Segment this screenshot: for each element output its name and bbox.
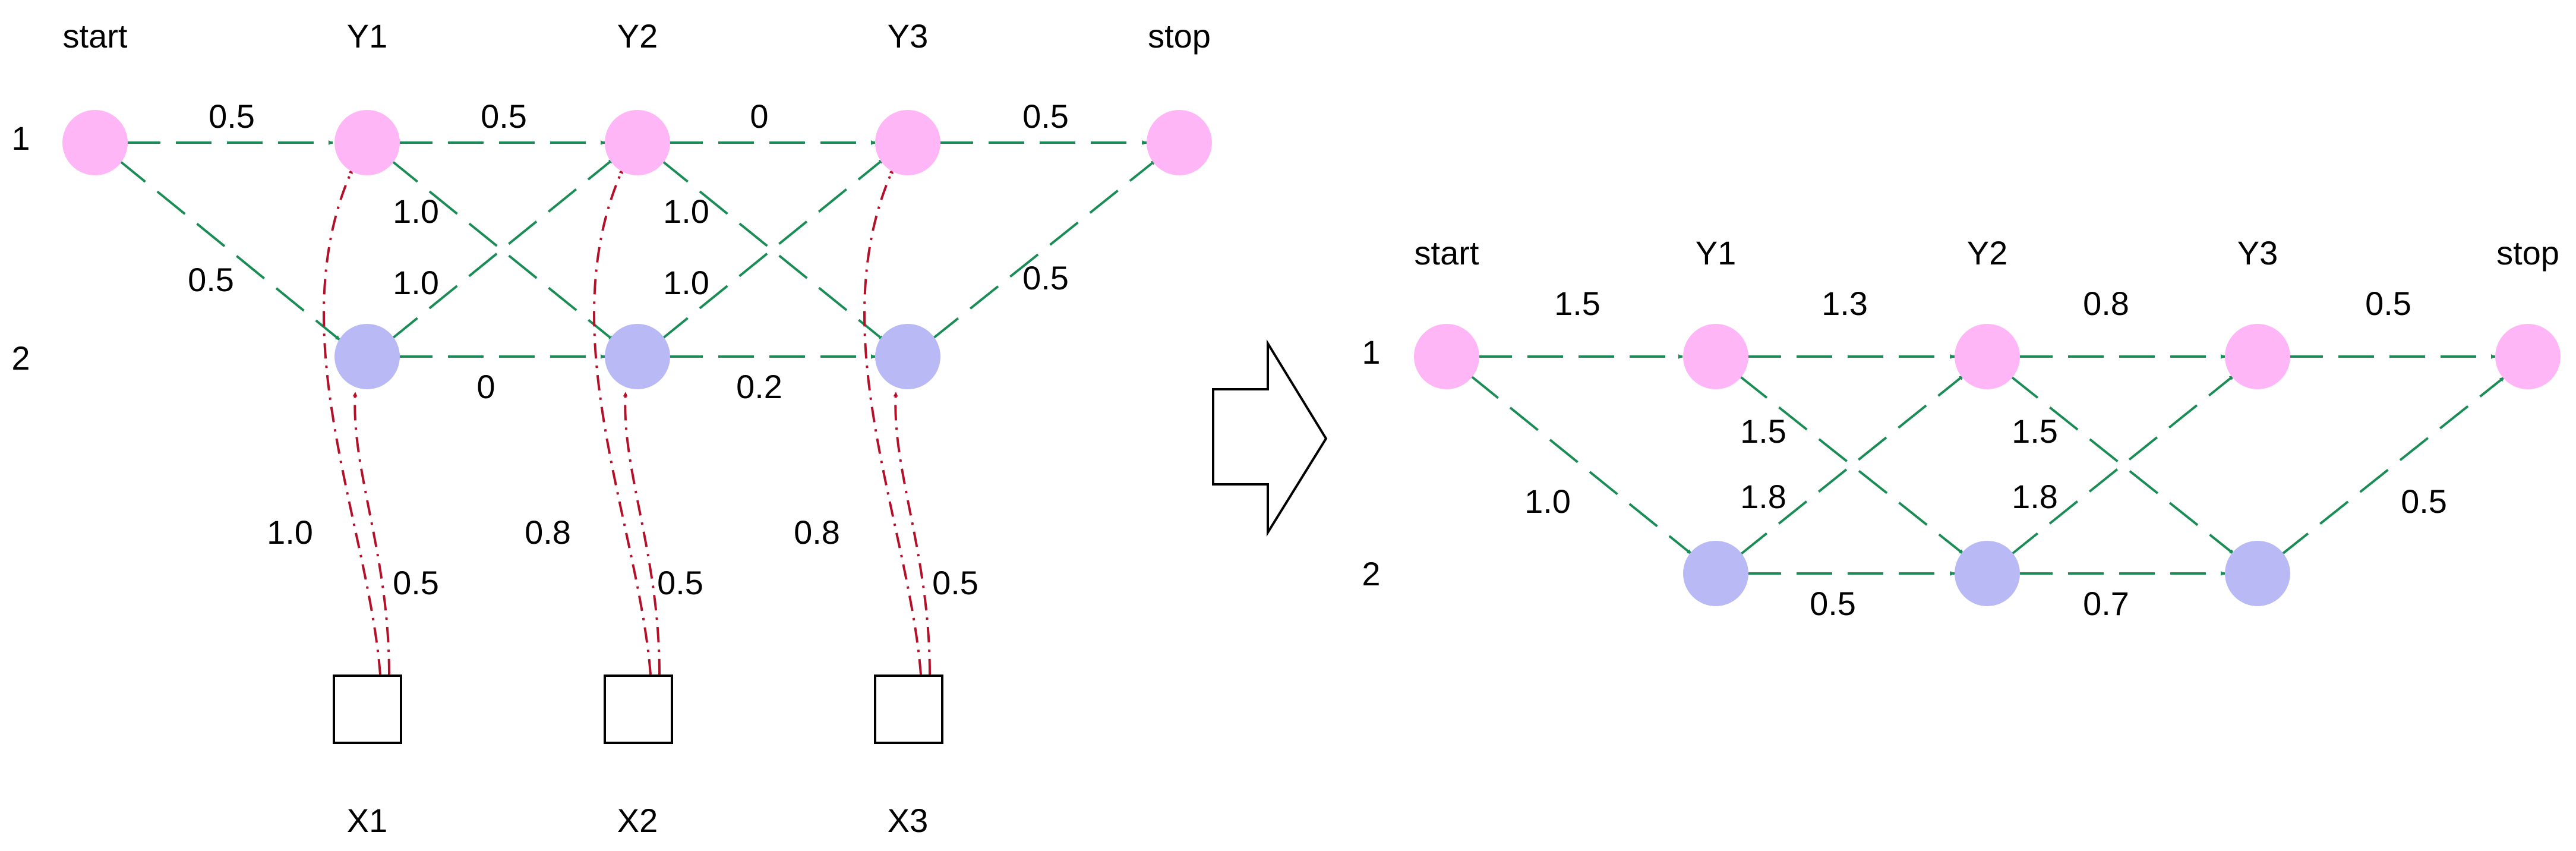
left-node-start: [62, 110, 128, 175]
right-weight-start-y1-1: 1.5: [1554, 285, 1600, 322]
left-emission-x2-y2-2: [623, 392, 661, 675]
left-column-stop-label: stop: [1148, 17, 1211, 55]
right-weight-y1-2-y2-1: 1.8: [1740, 478, 1786, 515]
right-weight-start-y1-2: 1.0: [1524, 483, 1571, 520]
right-column-stop-label: stop: [2496, 234, 2559, 272]
left-weight-y1-1-y2-2: 1.0: [393, 193, 439, 230]
right-column-y3-label: Y3: [2237, 234, 2278, 272]
left-observation-x3-label: X3: [888, 802, 929, 839]
left-edge-y1-2-y2-1: [389, 158, 614, 342]
left-node-y1-state-1: [334, 110, 400, 175]
right-weight-y3-2-stop: 0.5: [2401, 483, 2447, 520]
left-weight-y2-2-y3-2: 0.2: [736, 368, 782, 405]
left-emission-weight-x3-y3-2: 0.5: [932, 564, 978, 601]
right-column-y2-label: Y2: [1967, 234, 2008, 272]
left-emission-x3-y3-1: [863, 169, 922, 675]
right-edge-y3-2-stop: [2279, 376, 2505, 557]
transform-arrow-icon: [1212, 339, 1328, 537]
right-weight-y1-1-y2-1: 1.3: [1821, 285, 1868, 322]
left-weight-y1-2-y2-1: 1.0: [393, 264, 439, 301]
right-node-stop: [2495, 324, 2561, 389]
left-weight-start-y1-1: 0.5: [209, 97, 255, 135]
left-emission-weight-x2-y2-2: 0.5: [657, 564, 703, 601]
right-node-y1-state-2: [1683, 541, 1748, 606]
left-node-stop: [1147, 110, 1212, 175]
left-graph: start Y1 Y2 Y3 stop 1 2: [11, 17, 1212, 839]
left-weight-y1-2-y2-2: 0: [476, 368, 495, 405]
left-node-y3-state-1: [875, 110, 940, 175]
right-column-y1-label: Y1: [1696, 234, 1737, 272]
left-emission-weight-x2-y2-1: 0.8: [525, 513, 571, 551]
right-weight-y2-1-y3-1: 0.8: [2083, 285, 2129, 322]
right-weight-y2-1-y3-2: 1.5: [2012, 412, 2058, 450]
right-node-y1-state-1: [1683, 324, 1748, 389]
left-weight-y3-2-stop: 0.5: [1022, 259, 1069, 297]
left-observation-x3-box: [874, 675, 943, 744]
left-emission-x2-y2-1: [593, 169, 652, 675]
left-edge-y2-1-y3-2: [659, 158, 885, 341]
left-emission-weight-x1-y1-1: 1.0: [267, 513, 313, 551]
left-observation-x2-label: X2: [617, 802, 658, 839]
right-weight-y2-2-y3-2: 0.7: [2083, 585, 2129, 622]
right-column-start-label: start: [1415, 234, 1479, 272]
right-weight-y3-1-stop: 0.5: [2365, 285, 2411, 322]
left-edge-y2-2-y3-1: [659, 158, 885, 342]
right-node-start: [1414, 324, 1479, 389]
right-node-y2-state-2: [1955, 541, 2020, 606]
right-node-y3-state-2: [2225, 541, 2290, 606]
left-weight-y3-1-stop: 0.5: [1022, 97, 1069, 135]
left-column-y3-label: Y3: [888, 17, 929, 55]
left-weight-y2-2-y3-1: 1.0: [663, 264, 709, 301]
left-row-2-label: 2: [11, 339, 30, 377]
left-node-y1-state-2: [334, 324, 400, 389]
right-edge-y1-2-y2-1: [1738, 374, 1965, 557]
left-column-y2-label: Y2: [617, 17, 658, 55]
right-weight-y1-2-y2-2: 0.5: [1810, 585, 1856, 622]
left-observation-x1-label: X1: [347, 802, 388, 839]
left-weight-y2-1-y3-1: 0: [750, 97, 768, 135]
left-node-y2-state-2: [605, 324, 670, 389]
left-row-1-label: 1: [11, 119, 30, 157]
left-observation-x2-box: [604, 675, 673, 744]
left-edge-y1-1-y2-2: [389, 158, 614, 341]
right-node-y2-state-1: [1955, 324, 2020, 389]
right-edge-y2-1-y3-2: [2009, 374, 2235, 555]
left-weight-y2-1-y3-2: 1.0: [663, 193, 709, 230]
left-weight-y1-1-y2-1: 0.5: [481, 97, 527, 135]
left-emission-weight-x1-y1-2: 0.5: [393, 564, 439, 601]
right-graph: start Y1 Y2 Y3 stop 1 2 1.5 1.0 1.3 1.5: [1362, 234, 2561, 622]
right-edge-y2-2-y3-1: [2009, 374, 2235, 557]
left-edge-y3-2-stop: [929, 159, 1157, 342]
left-weight-start-y1-2: 0.5: [188, 261, 234, 298]
right-edge-y1-1-y2-2: [1738, 374, 1965, 555]
right-row-1-label: 1: [1362, 333, 1380, 371]
left-node-y2-state-1: [605, 110, 670, 175]
left-column-start-label: start: [63, 17, 128, 55]
left-emission-x1-y1-1: [323, 169, 381, 675]
left-emission-x3-y3-2: [893, 392, 931, 675]
left-emission-weight-x3-y3-1: 0.8: [794, 513, 840, 551]
right-row-2-label: 2: [1362, 555, 1380, 592]
left-emission-x1-y1-2: [352, 392, 390, 675]
right-weight-y2-2-y3-1: 1.8: [2012, 478, 2058, 515]
left-node-y3-state-2: [875, 324, 940, 389]
right-weight-y1-1-y2-2: 1.5: [1740, 412, 1786, 450]
right-edge-start-y1-2: [1469, 374, 1693, 555]
left-observation-x1-box: [333, 675, 402, 744]
right-node-y3-state-1: [2225, 324, 2290, 389]
left-column-y1-label: Y1: [347, 17, 388, 55]
left-edge-start-y1-2: [116, 158, 341, 341]
